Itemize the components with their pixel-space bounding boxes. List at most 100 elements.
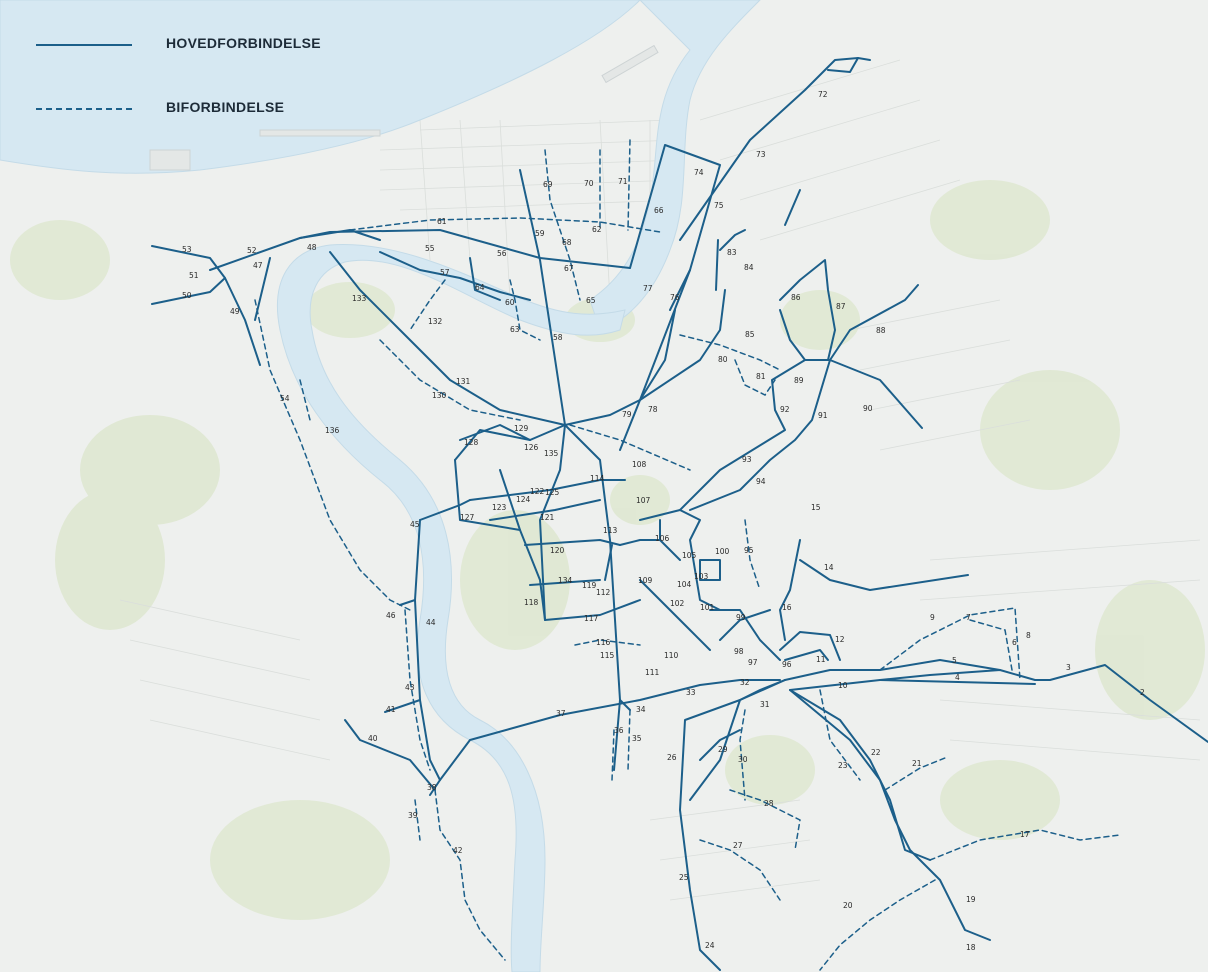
route-label-97: 97 (748, 658, 758, 667)
legend-label-secondary: BIFORBINDELSE (166, 99, 285, 115)
route-label-51: 51 (189, 271, 199, 280)
route-label-100: 100 (715, 547, 730, 556)
route-label-64: 64 (475, 283, 485, 292)
route-label-33: 33 (686, 688, 696, 697)
route-label-89: 89 (794, 376, 804, 385)
route-label-108: 108 (632, 460, 647, 469)
route-label-27: 27 (733, 841, 743, 850)
route-label-44: 44 (426, 618, 436, 627)
route-label-122: 122 (530, 487, 545, 496)
route-label-57: 57 (440, 268, 450, 277)
water-bodies (0, 0, 761, 972)
route-label-78: 78 (648, 405, 658, 414)
route-label-22: 22 (871, 748, 881, 757)
route-label-102: 102 (670, 599, 685, 608)
main-routes (151, 57, 1208, 971)
route-label-95: 95 (744, 546, 754, 555)
route-label-8: 8 (1026, 631, 1031, 640)
route-label-123: 123 (492, 503, 507, 512)
route-label-109: 109 (638, 576, 653, 585)
route-label-35: 35 (632, 734, 642, 743)
route-label-107: 107 (636, 496, 651, 505)
route-label-120: 120 (550, 546, 565, 555)
route-label-81: 81 (756, 372, 766, 381)
route-label-45: 45 (410, 520, 420, 529)
route-label-38: 38 (427, 783, 437, 792)
route-label-116: 116 (596, 638, 611, 647)
route-label-66: 66 (654, 206, 664, 215)
route-label-117: 117 (584, 614, 599, 623)
route-label-56: 56 (497, 249, 507, 258)
route-label-47: 47 (253, 261, 263, 270)
route-label-124: 124 (516, 495, 531, 504)
route-label-70: 70 (584, 179, 594, 188)
route-label-48: 48 (307, 243, 317, 252)
route-label-29: 29 (718, 745, 728, 754)
route-label-7: 7 (966, 613, 971, 622)
route-label-76: 76 (670, 293, 680, 302)
route-label-15: 15 (811, 503, 821, 512)
street-grid (119, 59, 1201, 901)
route-label-28: 28 (764, 799, 774, 808)
route-label-10: 10 (838, 681, 848, 690)
route-label-18: 18 (966, 943, 976, 952)
route-label-92: 92 (780, 405, 790, 414)
route-label-49: 49 (230, 307, 240, 316)
route-label-14: 14 (824, 563, 834, 572)
route-label-11: 11 (816, 655, 826, 664)
route-label-43: 43 (405, 683, 415, 692)
route-label-115: 115 (600, 651, 615, 660)
route-label-63: 63 (510, 325, 520, 334)
legend-label-main: HOVEDFORBINDELSE (166, 35, 321, 51)
route-label-53: 53 (182, 245, 192, 254)
route-label-119: 119 (582, 581, 597, 590)
route-label-20: 20 (843, 901, 853, 910)
route-label-42: 42 (453, 846, 463, 855)
route-label-58: 58 (553, 333, 563, 342)
route-label-50: 50 (182, 291, 192, 300)
route-label-52: 52 (247, 246, 257, 255)
route-label-19: 19 (966, 895, 976, 904)
route-label-132: 132 (428, 317, 443, 326)
route-label-74: 74 (694, 168, 704, 177)
route-label-16: 16 (782, 603, 792, 612)
route-label-21: 21 (912, 759, 922, 768)
route-label-106: 106 (655, 534, 670, 543)
route-label-4: 4 (955, 673, 960, 682)
route-label-73: 73 (756, 150, 766, 159)
route-label-72: 72 (818, 90, 828, 99)
route-label-17: 17 (1020, 830, 1030, 839)
route-label-60: 60 (505, 298, 515, 307)
route-label-126: 126 (524, 443, 539, 452)
route-label-129: 129 (514, 424, 529, 433)
route-label-41: 41 (386, 705, 396, 714)
route-label-121: 121 (540, 513, 555, 522)
route-label-130: 130 (432, 391, 447, 400)
route-label-112: 112 (596, 588, 611, 597)
route-label-93: 93 (742, 455, 752, 464)
route-label-61: 61 (437, 217, 447, 226)
route-label-55: 55 (425, 244, 435, 253)
route-label-32: 32 (740, 678, 750, 687)
route-label-104: 104 (677, 580, 692, 589)
route-label-24: 24 (705, 941, 715, 950)
route-label-83: 83 (727, 248, 737, 257)
route-label-118: 118 (524, 598, 539, 607)
route-label-67: 67 (564, 264, 574, 273)
route-label-69: 69 (543, 180, 553, 189)
route-label-40: 40 (368, 734, 378, 743)
route-label-77: 77 (643, 284, 653, 293)
route-label-68: 68 (562, 238, 572, 247)
route-label-65: 65 (586, 296, 596, 305)
route-label-75: 75 (714, 201, 724, 210)
secondary-routes (254, 139, 1121, 971)
route-label-25: 25 (679, 873, 689, 882)
solid-line-swatch (36, 44, 132, 46)
route-label-131: 131 (456, 377, 471, 386)
route-label-86: 86 (791, 293, 801, 302)
route-label-87: 87 (836, 302, 846, 311)
route-label-94: 94 (756, 477, 766, 486)
route-label-134: 134 (558, 576, 573, 585)
route-label-127: 127 (460, 513, 475, 522)
